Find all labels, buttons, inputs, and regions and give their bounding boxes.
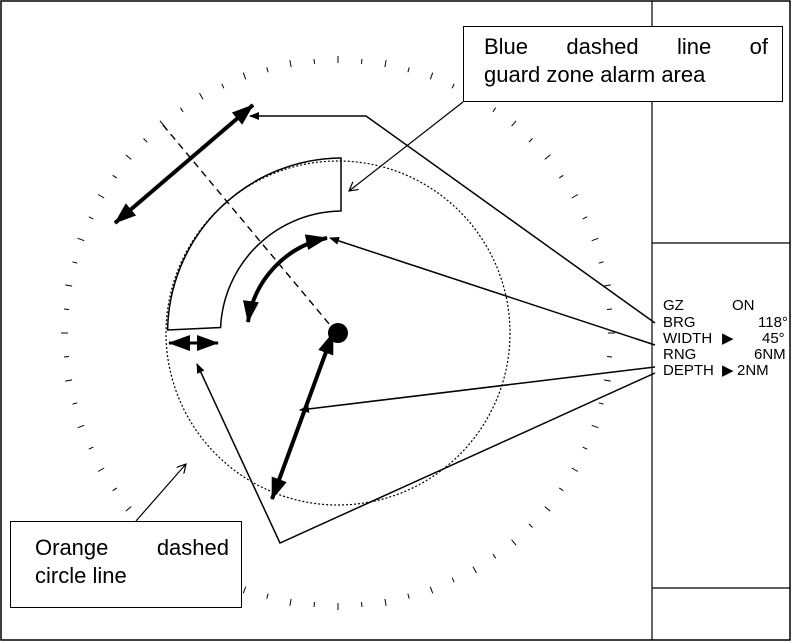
bearing-tick bbox=[544, 506, 551, 512]
bearing-tick bbox=[598, 402, 604, 405]
bearing-tick bbox=[582, 216, 588, 220]
bearing-dashed-line bbox=[162, 124, 331, 326]
bearing-tick bbox=[429, 586, 434, 594]
bearing-tick bbox=[492, 107, 497, 113]
guard-zone-callout-line2: guard zone alarm area bbox=[484, 62, 706, 87]
bearing-tick bbox=[313, 58, 315, 65]
orange-circle-callout-line2: circle line bbox=[35, 563, 127, 588]
bearing-tick bbox=[77, 237, 85, 242]
bearing-tick bbox=[266, 67, 269, 73]
bearing-tick bbox=[242, 72, 247, 80]
bearing-tick bbox=[72, 402, 78, 405]
bearing-tick bbox=[289, 60, 292, 68]
gz-depth-value: 2NM bbox=[737, 362, 769, 379]
gz-width-marker[interactable]: ▶ bbox=[722, 330, 734, 347]
bearing-tick bbox=[125, 154, 132, 160]
bearing-tick bbox=[544, 154, 551, 160]
bearing-tick bbox=[472, 566, 477, 574]
bearing-tick bbox=[72, 261, 78, 264]
bearing-tick bbox=[112, 487, 118, 492]
bearing-tick bbox=[242, 586, 247, 594]
bearing-tick bbox=[65, 284, 73, 287]
bearing-tick bbox=[65, 379, 73, 382]
bearing-tick bbox=[451, 83, 455, 89]
bearing-tick bbox=[88, 216, 94, 220]
bearing-tick bbox=[451, 577, 455, 583]
bearing-tick bbox=[511, 539, 517, 546]
bearing-tick bbox=[289, 598, 292, 606]
own-ship-marker bbox=[328, 323, 348, 343]
gz-depth-marker[interactable]: ▶ bbox=[722, 362, 734, 379]
range-double-arrow bbox=[270, 332, 335, 500]
bearing-tick bbox=[606, 308, 613, 310]
bearing-tick bbox=[407, 67, 410, 73]
bearing-tick bbox=[591, 237, 599, 242]
leader-width bbox=[329, 237, 656, 346]
bearing-tick bbox=[77, 424, 85, 429]
bearing-tick bbox=[221, 83, 225, 89]
leader-brg bbox=[249, 112, 656, 324]
gz-title-label: GZ bbox=[663, 297, 684, 314]
gz-rng-label: RNG bbox=[663, 346, 697, 363]
bearing-tick bbox=[492, 553, 497, 559]
width-curved-arrow bbox=[243, 234, 328, 323]
bearing-tick bbox=[361, 601, 363, 608]
bearing-tick bbox=[571, 194, 579, 199]
bearing-tick bbox=[88, 446, 94, 450]
gz-rng-value: 6NM bbox=[754, 346, 786, 363]
bearing-tick bbox=[591, 424, 599, 429]
gz-depth-label: DEPTH bbox=[663, 362, 714, 379]
bearing-tick bbox=[143, 138, 148, 143]
bearing-tick bbox=[125, 506, 132, 512]
leader-depth bbox=[196, 363, 656, 544]
bearing-tick bbox=[511, 120, 517, 127]
orange-dashed-circle bbox=[165, 160, 511, 506]
leader-rng bbox=[299, 366, 656, 413]
bearing-tick bbox=[384, 60, 387, 68]
gz-title-value: ON bbox=[732, 297, 755, 314]
guard-zone-sector bbox=[166, 157, 342, 331]
orange-circle-callout-line1: Orange dashed bbox=[35, 535, 229, 560]
gz-brg-label: BRG bbox=[663, 314, 696, 331]
bearing-tick bbox=[63, 356, 70, 358]
gz-width-label: WIDTH bbox=[663, 330, 713, 347]
gz-brg-value: 118° bbox=[758, 314, 788, 331]
bearing-tick bbox=[361, 58, 363, 65]
bearing-tick bbox=[582, 446, 588, 450]
bearing-tick bbox=[528, 138, 533, 143]
orange-circle-callout: Orange dashed circle line bbox=[10, 521, 242, 608]
bearing-tick bbox=[97, 467, 105, 472]
gz-width-value: 45° bbox=[762, 330, 785, 347]
bearing-tick bbox=[558, 174, 564, 179]
bearing-double-arrow bbox=[113, 103, 255, 225]
bearing-tick bbox=[199, 92, 204, 100]
guard-zone-callout-line1: Blue dashed line of bbox=[484, 34, 768, 59]
bearing-tick bbox=[603, 284, 611, 287]
bearing-tick bbox=[598, 261, 604, 264]
bearing-tick bbox=[558, 487, 564, 492]
bearing-tick bbox=[179, 107, 184, 113]
bearing-tick bbox=[407, 593, 410, 599]
bearing-tick bbox=[384, 598, 387, 606]
pointer-guard-zone bbox=[349, 101, 464, 191]
bearing-tick bbox=[571, 467, 579, 472]
bearing-tick bbox=[528, 523, 533, 528]
bearing-tick bbox=[97, 194, 105, 199]
pointer-orange-circle bbox=[135, 464, 186, 522]
bearing-tick bbox=[313, 601, 315, 608]
bearing-tick bbox=[63, 308, 70, 310]
guard-zone-callout: Blue dashed line of guard zone alarm are… bbox=[463, 26, 783, 102]
bearing-tick bbox=[603, 379, 611, 382]
bearing-tick bbox=[606, 356, 613, 358]
bearing-tick bbox=[112, 174, 118, 179]
bearing-tick bbox=[266, 593, 269, 599]
bearing-tick bbox=[429, 72, 434, 80]
